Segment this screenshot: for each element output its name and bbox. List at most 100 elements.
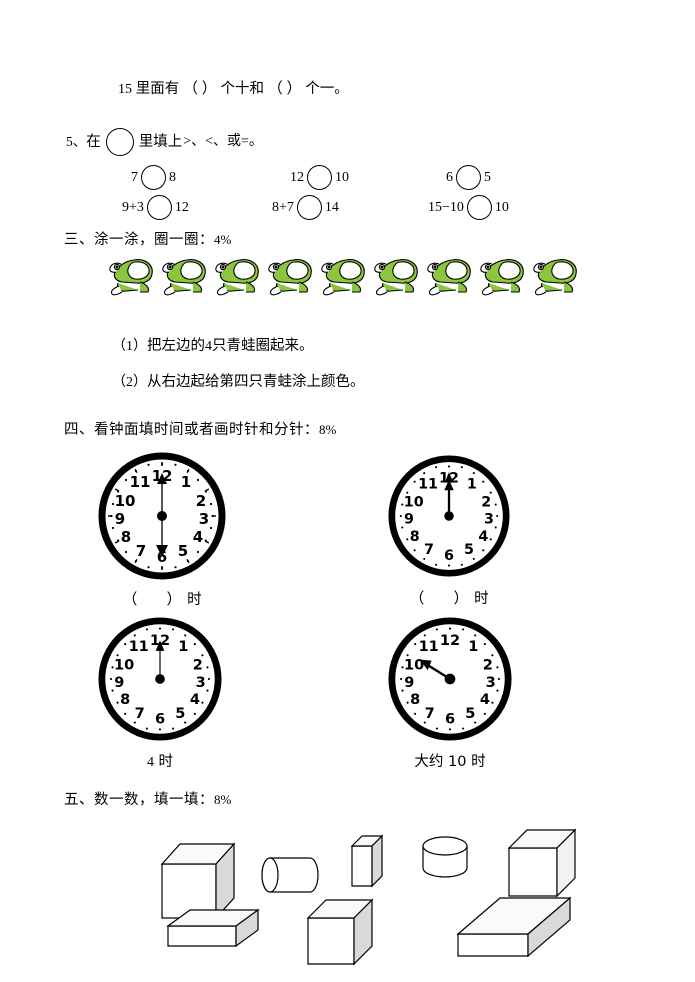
- label-blank[interactable]: [425, 591, 453, 607]
- comparison-pair[interactable]: 7 8: [131, 165, 176, 190]
- sub-question-1: （1）把左边的4只青蛙圈起来。: [112, 339, 314, 354]
- comparison-right: 12: [174, 199, 189, 215]
- clock-center: [444, 673, 456, 685]
- answer-circle[interactable]: [307, 165, 332, 190]
- section-5-title: 五、数一数，填一填：: [64, 792, 214, 808]
- svg-text:3: 3: [484, 512, 494, 528]
- cylinder-upright[interactable]: [418, 836, 472, 882]
- svg-text:8: 8: [120, 692, 130, 708]
- sub-question-1-text-a: 把左边的: [147, 338, 205, 354]
- blank-paren-close-tens[interactable]: ）: [201, 81, 217, 97]
- svg-text:1: 1: [181, 473, 191, 491]
- clock-answer-label[interactable]: （） 时: [98, 588, 226, 609]
- comparison-left: 12: [290, 169, 304, 185]
- blank-paren-open-tens: （: [183, 81, 199, 97]
- svg-text:4: 4: [190, 692, 200, 708]
- frog-icon[interactable]: [210, 250, 262, 298]
- cuboid-flat-slab[interactable]: [164, 906, 268, 952]
- frog-icon[interactable]: [263, 250, 315, 298]
- frog-icon[interactable]: [157, 250, 209, 298]
- label-paren-open: （: [409, 591, 426, 607]
- question-5-index: 5、: [66, 134, 87, 150]
- hour-hand-tip: [419, 659, 432, 671]
- svg-text:1: 1: [178, 639, 188, 655]
- comparison-pair[interactable]: 12 10: [290, 165, 349, 190]
- section-5-score: 8%: [214, 792, 232, 807]
- svg-text:8: 8: [410, 529, 420, 545]
- label-unit: 时: [187, 592, 202, 608]
- svg-text:8: 8: [410, 692, 420, 708]
- comparison-pair[interactable]: 15−10 10: [428, 195, 509, 220]
- text-fill-in: 里填上: [138, 133, 183, 150]
- svg-text:11: 11: [129, 639, 149, 655]
- label-ones: 个一。: [305, 81, 349, 97]
- blank-paren-close-ones[interactable]: ）: [286, 81, 302, 97]
- cube-right[interactable]: [505, 824, 581, 900]
- comparison-pair[interactable]: 9+3 12: [122, 195, 189, 220]
- label-unit: 时: [474, 591, 489, 607]
- svg-text:5: 5: [465, 706, 475, 722]
- clock-center: [444, 511, 454, 521]
- sub-question-2-index: （2）: [112, 375, 147, 390]
- svg-text:7: 7: [424, 542, 434, 558]
- svg-text:9: 9: [404, 675, 414, 691]
- svg-text:5: 5: [175, 706, 185, 722]
- svg-text:8: 8: [121, 528, 131, 546]
- blank-paren-open-ones: （: [267, 81, 283, 97]
- svg-text:11: 11: [418, 476, 438, 492]
- label-paren-close: ）: [166, 592, 183, 608]
- answer-circle[interactable]: [296, 195, 322, 220]
- svg-text:3: 3: [486, 675, 496, 691]
- svg-text:6: 6: [444, 548, 454, 564]
- label-blank[interactable]: [138, 592, 166, 608]
- question-5-prompt: 5、 在 里填上 >、<、或=。: [66, 128, 264, 156]
- number-15: 15: [118, 82, 132, 97]
- section-4-score: 8%: [319, 422, 337, 437]
- svg-text:3: 3: [196, 675, 206, 691]
- frog-icon[interactable]: [369, 250, 421, 298]
- cuboid-tall-thin[interactable]: [348, 830, 390, 892]
- frog-icon[interactable]: [422, 250, 474, 298]
- cube-large[interactable]: [158, 838, 244, 924]
- comparison-right: 8: [169, 169, 176, 185]
- comparison-pair[interactable]: 6 5: [446, 165, 491, 190]
- svg-text:3: 3: [199, 510, 209, 528]
- frog-icon[interactable]: [104, 250, 156, 298]
- cylinder-lying[interactable]: [256, 852, 322, 898]
- text-contains: 里面有: [135, 81, 180, 97]
- answer-circle[interactable]: [456, 165, 481, 190]
- cuboid-long-bar[interactable]: [452, 894, 578, 960]
- comparison-pair[interactable]: 8+7 14: [272, 195, 339, 220]
- frog-icon[interactable]: [475, 250, 527, 298]
- svg-text:4: 4: [193, 528, 203, 546]
- answer-circle[interactable]: [141, 165, 166, 190]
- svg-text:9: 9: [115, 510, 125, 528]
- frog-icon[interactable]: [528, 250, 580, 298]
- section-3-title: 三、涂一涂，圈一圈：: [64, 232, 214, 248]
- section-4-title: 四、看钟面填时间或者画时针和分针：: [64, 422, 319, 438]
- comparison-right: 5: [484, 169, 491, 185]
- answer-circle[interactable]: [466, 195, 492, 220]
- operators-legend: >、<、或=。: [183, 134, 263, 149]
- clock-answer-label: 大约 10 时: [388, 750, 512, 771]
- sub-question-2: （2）从右边起给第四只青蛙涂上颜色。: [112, 375, 365, 390]
- svg-text:6: 6: [155, 712, 165, 728]
- svg-text:9: 9: [114, 675, 124, 691]
- section-5-heading: 五、数一数，填一填：8%: [64, 793, 231, 808]
- label-value: 4: [146, 755, 154, 770]
- clock-answer-label[interactable]: （） 时: [388, 587, 510, 608]
- svg-text:4: 4: [478, 529, 488, 545]
- svg-text:2: 2: [483, 657, 493, 673]
- frog-icon[interactable]: [316, 250, 368, 298]
- svg-text:4: 4: [480, 692, 490, 708]
- answer-circle[interactable]: [146, 195, 172, 220]
- cube-bottom[interactable]: [304, 896, 376, 968]
- svg-text:6: 6: [445, 712, 455, 728]
